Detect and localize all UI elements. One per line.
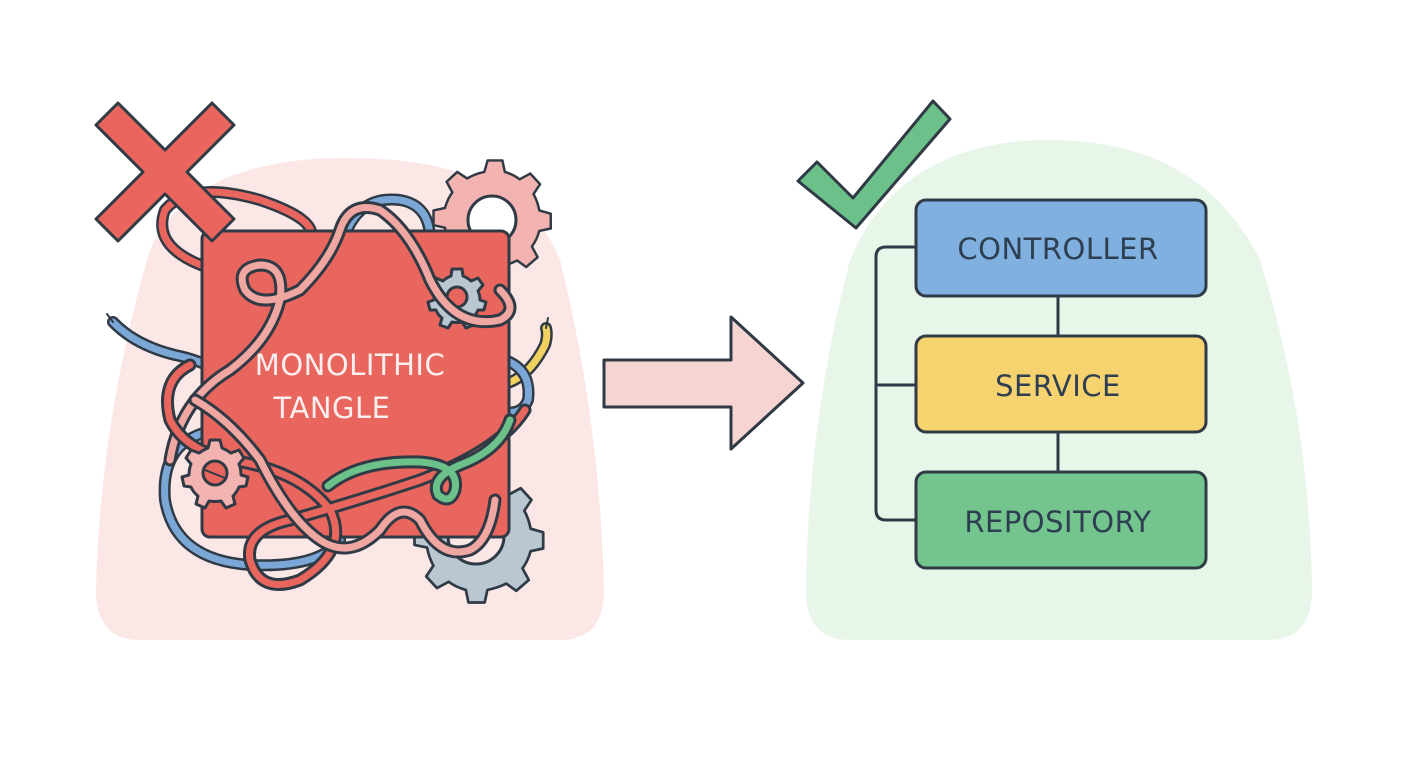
monolith-label-line1: MONOLITHIC bbox=[255, 348, 445, 382]
monolith-label-line2: TANGLE bbox=[273, 391, 391, 425]
monolithic-tangle-group: MONOLITHIC TANGLE bbox=[94, 101, 553, 604]
layer-repository: REPOSITORY bbox=[914, 470, 1208, 570]
tangled-wires-front bbox=[161, 201, 532, 591]
gear-icon bbox=[180, 438, 250, 510]
layer-controller: CONTROLLER bbox=[914, 198, 1208, 298]
layer-label-service: SERVICE bbox=[995, 369, 1121, 403]
arrow-right-icon bbox=[602, 315, 805, 451]
cross-icon bbox=[94, 101, 236, 243]
layer-label-repository: REPOSITORY bbox=[964, 505, 1151, 539]
checkmark-icon bbox=[796, 99, 952, 230]
layer-bracket-connector bbox=[874, 245, 916, 522]
layered-architecture-group: CONTROLLER SERVICE REPOSITORY bbox=[796, 99, 1208, 570]
layer-service: SERVICE bbox=[914, 334, 1208, 434]
layer-label-controller: CONTROLLER bbox=[957, 232, 1158, 266]
